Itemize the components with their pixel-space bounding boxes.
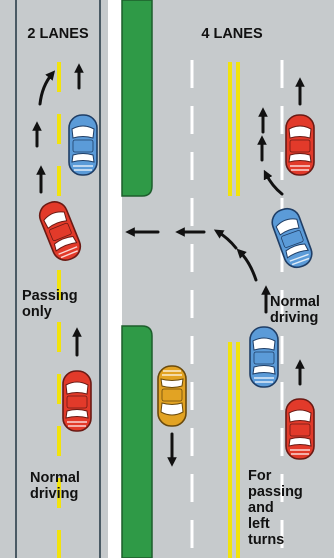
car-red-left-bottom xyxy=(63,371,91,431)
four-lanes-heading: 4 LANES xyxy=(201,26,263,42)
four-lane-road xyxy=(122,0,334,558)
car-red-right-bottom xyxy=(286,399,314,459)
median-bottom xyxy=(122,326,152,558)
label-normal-driving-right: Normal driving xyxy=(270,294,324,326)
label-normal-driving-left: Normal driving xyxy=(30,470,84,502)
divider-strip xyxy=(108,0,122,558)
car-red-right-top xyxy=(286,115,314,175)
car-blue-right-middle xyxy=(250,327,278,387)
median-top xyxy=(122,0,152,196)
car-blue-left-top xyxy=(69,115,97,175)
two-lanes-heading: 2 LANES xyxy=(27,26,89,42)
car-orange-southbound xyxy=(158,366,186,426)
